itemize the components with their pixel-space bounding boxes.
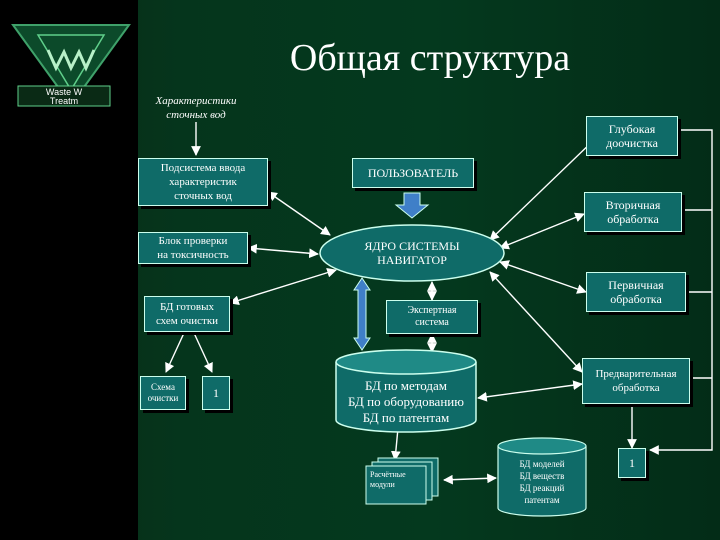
link-core-preliminary [489,271,583,373]
user-label: ПОЛЬЗОВАТЕЛЬ [367,166,459,180]
user-core-arrow [394,192,430,219]
secondary-label: Вторичная обработка [605,198,661,226]
db-methods-label: БД по методам БД по оборудованию БД по п… [348,378,464,425]
db-models-label: БД моделей БД веществ БД реакций патента… [519,459,565,505]
one-right-label: 1 [629,456,635,470]
ready-schemes-label: БД готовых схем очистки [155,301,219,327]
link-input-core [267,191,331,236]
deep-box[interactable]: Глубокая доочистка [586,116,678,156]
link-calc-models [443,473,497,485]
toxicity-box[interactable]: Блок проверки на токсичность [138,232,248,264]
logo-line2: Treatm [50,96,78,106]
one-right-box[interactable]: 1 [618,448,646,478]
expert-box[interactable]: Экспертная система [386,300,478,334]
expert-label: Экспертная система [407,305,457,328]
link-core-primary [499,260,587,294]
db-cylinder [335,349,477,433]
ready-schemes-box[interactable]: БД готовых схем очистки [144,296,230,332]
one-left-box[interactable]: 1 [202,376,230,410]
calc-modules-label: Расчётные модули [370,470,406,489]
toxicity-label: Блок проверки на токсичность [157,235,229,261]
link-core-secondary [499,212,585,250]
input-subsystem-label: Подсистема ввода характеристик сточных в… [160,162,246,202]
preliminary-box[interactable]: Предварительная обработка [582,358,690,404]
core-label: ЯДРО СИСТЕМЫ НАВИГАТОР [364,239,460,267]
link-schemes-core [229,267,337,306]
right-edge-connector [649,129,713,455]
purification-scheme-label: Схема очистки [147,382,179,403]
link-db-calc [390,427,401,461]
slide-title: Общая структура [289,37,571,79]
deep-label: Глубокая доочистка [606,122,658,150]
link-schemes-one [193,332,213,373]
logo: Waste W Treatm [11,24,131,107]
purification-scheme-box[interactable]: Схема очистки [140,376,186,410]
link-db-preliminary [477,380,583,402]
link-toxicity-core [247,243,319,259]
primary-box[interactable]: Первичная обработка [586,272,686,312]
preliminary-label: Предварительная обработка [595,368,677,394]
primary-label: Первичная обработка [608,278,664,306]
core-db-arrow [353,277,371,351]
models-cylinder [497,437,587,517]
one-left-label: 1 [213,386,219,400]
user-box[interactable]: ПОЛЬЗОВАТЕЛЬ [352,158,474,188]
secondary-box[interactable]: Вторичная обработка [584,192,682,232]
calc-stack [365,457,439,505]
logo-line1: Waste W [46,87,83,97]
link-core-deep [489,137,597,241]
link-schemes-scheme [165,332,185,373]
input-subsystem-box[interactable]: Подсистема ввода характеристик сточных в… [138,158,268,206]
core-ellipse [319,224,505,282]
characteristics-label: Характеристики сточных вод [155,95,237,121]
